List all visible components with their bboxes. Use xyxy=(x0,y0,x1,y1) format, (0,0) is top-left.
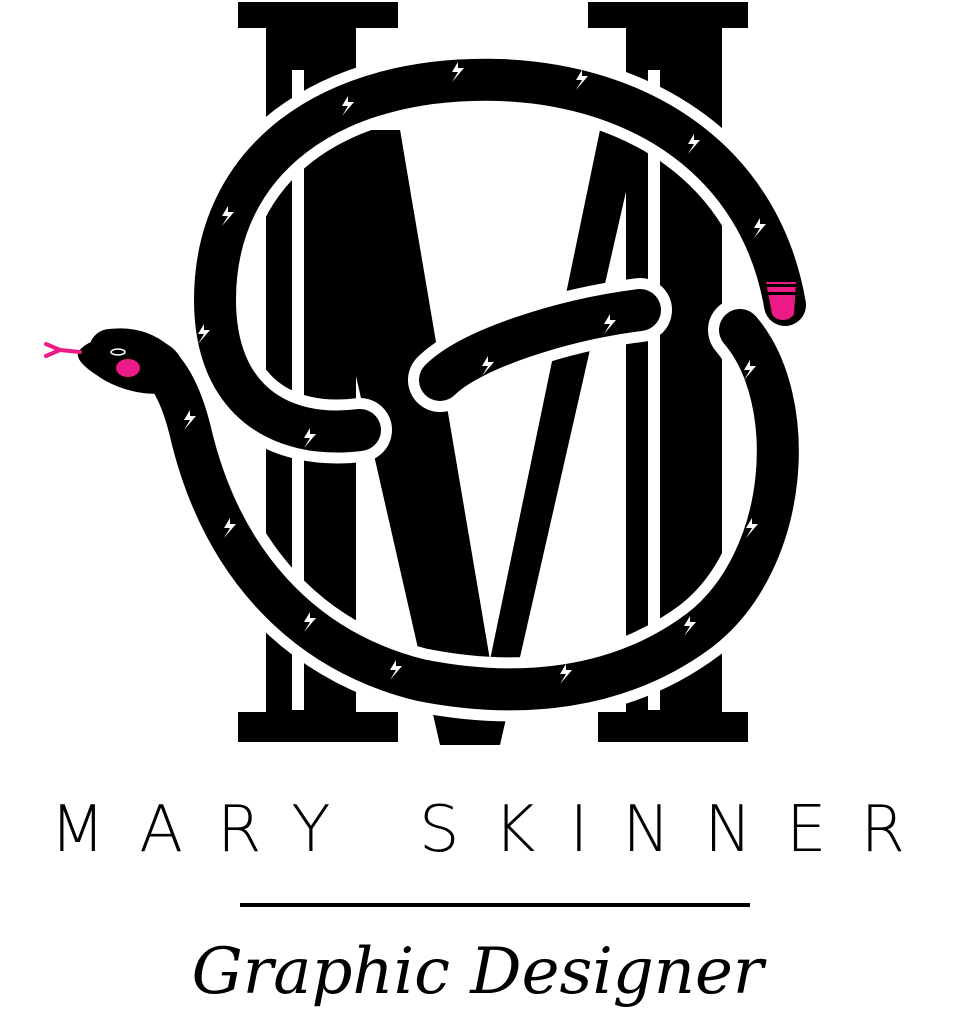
letter-v xyxy=(300,130,640,745)
snake-head xyxy=(44,335,184,394)
snake-tail xyxy=(766,282,796,320)
monogram-emblem xyxy=(44,2,817,745)
designer-name: MARY SKINNER xyxy=(50,793,939,867)
lightning-bolt-icon xyxy=(184,62,766,684)
tagline: Graphic Designer xyxy=(191,935,764,1009)
snake xyxy=(78,47,817,722)
divider-line xyxy=(240,903,750,907)
